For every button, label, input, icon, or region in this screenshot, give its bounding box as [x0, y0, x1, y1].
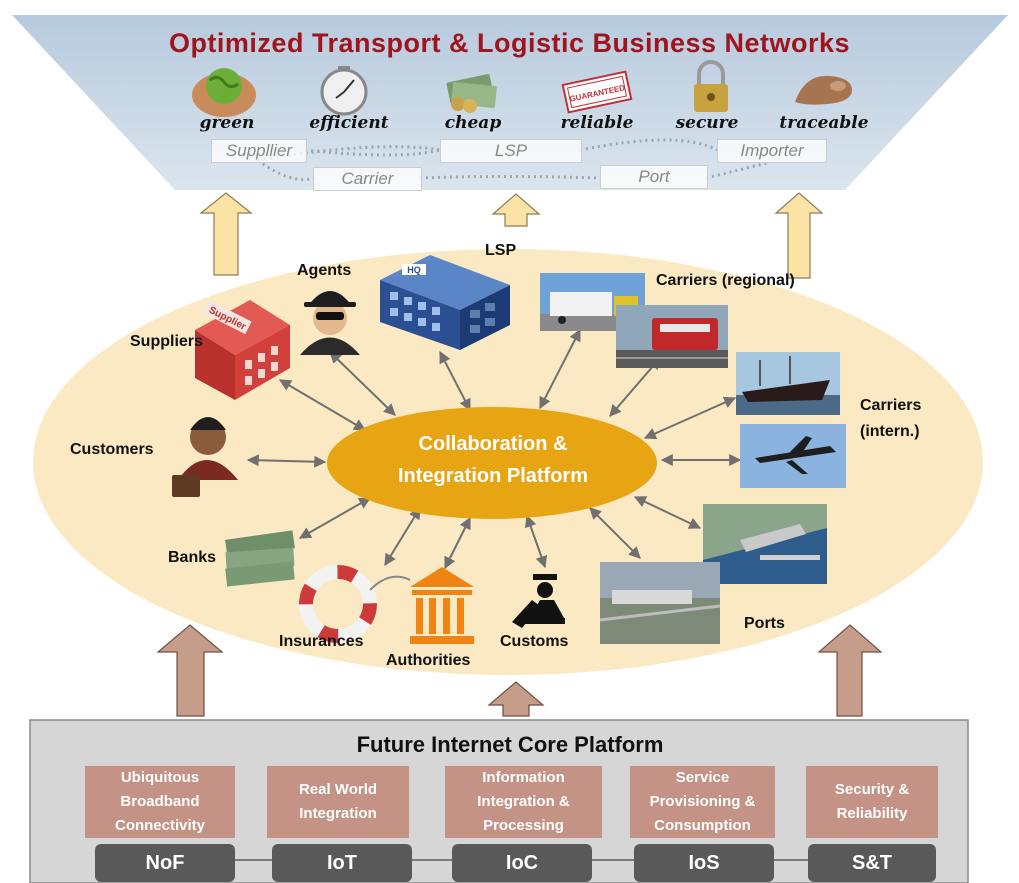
actor-label-lsp: LSP: [485, 242, 517, 259]
capability-line: Information: [482, 769, 565, 786]
capability-line: Consumption: [654, 817, 751, 834]
capability-line: Integration &: [477, 793, 570, 810]
actor-label-customs: Customs: [500, 633, 569, 650]
ship-photo: [736, 352, 840, 415]
network-node-importer: Importer: [717, 139, 827, 163]
hub-label-line1: Collaboration &: [418, 433, 568, 455]
platform-pill-ioc: IoC: [452, 844, 592, 882]
train-photo: [616, 305, 728, 368]
airplane-photo: [740, 424, 846, 488]
authorities-building-icon: [410, 567, 474, 644]
lsp-headquarters-icon: [380, 255, 510, 350]
capability-line: Connectivity: [114, 817, 205, 834]
network-node-carrier: Carrier: [313, 167, 422, 191]
hub-label: Collaboration & Integration Platform: [328, 428, 658, 492]
capability-line: Provisioning &: [649, 793, 756, 810]
actor-label-banks: Banks: [168, 549, 217, 566]
guaranteed-stamp-icon: [561, 70, 633, 114]
network-connections: [257, 138, 771, 182]
capability-line: Integration: [299, 805, 377, 822]
quality-label-green: green: [199, 113, 255, 133]
agent-icon: [300, 291, 360, 355]
actor-label-customers: Customers: [70, 441, 154, 458]
actor-label-carriers-intern-line1: Carriers: [860, 397, 922, 414]
quality-label-secure: secure: [675, 113, 739, 133]
quality-label-cheap: cheap: [444, 113, 502, 133]
capability-line: Service: [675, 769, 730, 786]
quality-label-efficient: efficient: [309, 113, 389, 133]
hub-spokes: [246, 328, 742, 570]
actor-label-agents: Agents: [297, 262, 352, 279]
globe-hands-icon: [192, 68, 256, 117]
up-arrows-brown: [156, 624, 883, 717]
network-node-port: Port: [600, 165, 708, 189]
actor-label-carriers-regional: Carriers (regional): [656, 272, 795, 289]
platform-pill-nof: NoF: [95, 844, 235, 882]
customer-businessman-icon: [172, 417, 238, 497]
up-arrow-left: [199, 192, 253, 276]
actor-label-insurances: Insurances: [279, 633, 364, 650]
footprint-hand-icon: [795, 75, 852, 105]
platform-pill-iot: IoT: [272, 844, 412, 882]
lifebuoy-icon: [299, 565, 411, 643]
padlock-icon: [694, 60, 728, 112]
platform-pill-st: S&T: [808, 844, 936, 882]
actor-label-ports: Ports: [744, 615, 785, 632]
capability-line: Ubiquitous: [120, 769, 200, 786]
up-arrow-bottom-right: [817, 624, 883, 717]
capability-security: Security & Reliability: [806, 766, 938, 838]
up-arrow-bottom-left: [156, 624, 224, 717]
quality-label-traceable: traceable: [779, 113, 869, 133]
up-arrows-yellow: [199, 192, 824, 279]
platform-pill-ios: IoS: [634, 844, 774, 882]
hub-ellipse: [327, 407, 657, 519]
hq-sign: HQ: [407, 265, 421, 275]
up-arrow-bottom-center: [487, 681, 545, 717]
port-aerial-photo: [703, 504, 827, 584]
network-node-supplier: Suppllier: [211, 139, 307, 163]
network-node-lsp: LSP: [440, 139, 582, 163]
capability-line: Reliability: [836, 805, 908, 822]
stopwatch-icon: [320, 66, 368, 116]
money-coins-icon: [446, 74, 497, 113]
capability-line: Processing: [483, 817, 564, 834]
actor-label-carriers-intern-line2: (intern.): [860, 423, 920, 440]
actor-label-authorities: Authorities: [386, 652, 471, 669]
capability-line: Real World: [298, 781, 378, 798]
supplier-building-icon: [195, 299, 290, 400]
hub-label-line2: Integration Platform: [397, 465, 588, 487]
banknotes-icon: [225, 530, 295, 587]
capability-line: Broadband: [120, 793, 200, 810]
up-arrow-right: [774, 192, 824, 279]
port-terminal-photo: [599, 562, 721, 644]
capability-line: Security &: [834, 781, 910, 798]
actor-label-suppliers: Suppliers: [130, 333, 203, 350]
customs-officer-icon: [512, 574, 565, 628]
core-platform-title: Future Internet Core Platform: [356, 732, 664, 757]
quality-label-reliable: reliable: [560, 113, 634, 133]
up-arrow-center: [491, 193, 541, 227]
page-title: Optimized Transport & Logistic Business …: [168, 28, 851, 58]
